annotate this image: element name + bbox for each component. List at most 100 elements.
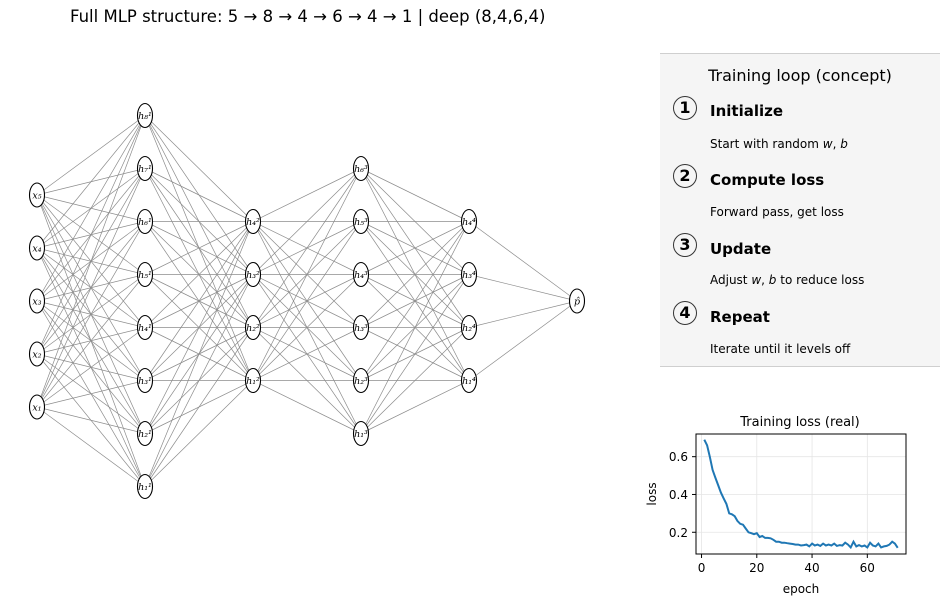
loss-series-line bbox=[703, 439, 899, 550]
step-3-number: 3 bbox=[673, 233, 697, 257]
node-circle bbox=[28, 235, 46, 261]
x-tick-label: 60 bbox=[860, 561, 875, 575]
node-circle bbox=[460, 208, 478, 235]
edge-l4-6-4 bbox=[360, 168, 470, 222]
edge-l2-8-4 bbox=[144, 115, 254, 222]
node-layer1-3: h₃¹ bbox=[136, 367, 154, 394]
node-layer2-3: h₃² bbox=[244, 261, 262, 288]
edge-l2-1-1 bbox=[144, 380, 254, 487]
node-layer3-2: h₂³ bbox=[352, 367, 370, 394]
chart-title: Training loss (real) bbox=[739, 415, 859, 430]
mlp-network-diagram: x₁x₂x₃x₄x₅h₁¹h₂¹h₃¹h₄¹h₅¹h₆¹h₇¹h₈¹h₁²h₂²… bbox=[28, 102, 586, 500]
diagram-title: Full MLP structure: 5 → 8 → 4 → 6 → 4 → … bbox=[70, 7, 546, 26]
node-circle bbox=[460, 261, 478, 288]
node-label: h₁² bbox=[246, 376, 260, 387]
edge-l1-5-8 bbox=[36, 115, 146, 196]
edge-l3-1-1 bbox=[252, 380, 362, 434]
edge-l1-5-3 bbox=[36, 194, 146, 381]
edge-l2-8-2 bbox=[144, 115, 254, 328]
node-label: h₃⁴ bbox=[462, 270, 476, 281]
edge-l5-1-1 bbox=[468, 300, 578, 381]
node-layer1-1: h₁¹ bbox=[136, 473, 154, 500]
edge-l1-2-1 bbox=[36, 353, 146, 487]
edge-l1-5-7 bbox=[36, 168, 146, 196]
step-3-description: Adjust w, b to reduce loss bbox=[710, 273, 865, 287]
node-label: h₄⁴ bbox=[462, 217, 476, 228]
node-circle bbox=[28, 341, 46, 367]
edge-l2-6-1 bbox=[144, 221, 254, 381]
node-circle bbox=[136, 473, 154, 500]
step-4-title: Repeat bbox=[710, 308, 770, 326]
node-circle bbox=[28, 394, 46, 420]
node-circle bbox=[244, 314, 262, 341]
chart-grid bbox=[696, 434, 906, 554]
node-label: h₄³ bbox=[354, 270, 368, 281]
node-layer2-1: h₁² bbox=[244, 367, 262, 394]
edge-l1-5-2 bbox=[36, 194, 146, 434]
node-circle bbox=[136, 208, 154, 235]
node-circle bbox=[352, 155, 370, 182]
step-1-title: Initialize bbox=[710, 102, 784, 120]
edge-l3-2-1 bbox=[252, 327, 362, 434]
node-label: h₅¹ bbox=[138, 270, 152, 281]
node-layer1-8: h₈¹ bbox=[136, 102, 154, 129]
node-label: h₂³ bbox=[354, 376, 368, 387]
node-label: h₂¹ bbox=[138, 429, 152, 440]
edge-l1-4-1 bbox=[36, 247, 146, 487]
node-circle bbox=[352, 420, 370, 447]
edge-l1-5-6 bbox=[36, 194, 146, 222]
edge-l4-6-2 bbox=[360, 168, 470, 328]
edge-l3-4-3 bbox=[252, 221, 362, 328]
node-label: h₁⁴ bbox=[462, 376, 476, 387]
step-4-description: Iterate until it levels off bbox=[710, 342, 851, 356]
node-circle bbox=[568, 288, 586, 314]
node-layer0-2: x₂ bbox=[28, 341, 46, 367]
node-layer1-6: h₆¹ bbox=[136, 208, 154, 235]
node-layer0-5: x₅ bbox=[28, 182, 46, 208]
node-layer4-1: h₁⁴ bbox=[460, 367, 478, 394]
node-label: x₂ bbox=[32, 350, 41, 361]
edge-l1-3-1 bbox=[36, 300, 146, 487]
edge-l1-5-5 bbox=[36, 194, 146, 275]
x-axis-label: epoch bbox=[783, 582, 820, 596]
node-circle bbox=[244, 261, 262, 288]
node-circle bbox=[460, 367, 478, 394]
network-nodes: x₁x₂x₃x₄x₅h₁¹h₂¹h₃¹h₄¹h₅¹h₆¹h₇¹h₈¹h₁²h₂²… bbox=[28, 102, 586, 500]
step-1-number: 1 bbox=[673, 96, 697, 120]
node-label: h₃¹ bbox=[138, 376, 152, 387]
node-label: h₂⁴ bbox=[462, 323, 476, 334]
node-circle bbox=[28, 288, 46, 314]
x-tick-label: 40 bbox=[804, 561, 819, 575]
edge-l4-5-1 bbox=[360, 221, 470, 381]
x-tick-label: 20 bbox=[749, 561, 764, 575]
node-label: h₈¹ bbox=[138, 111, 152, 122]
plot-frame bbox=[695, 433, 907, 555]
node-label: h₃² bbox=[246, 270, 260, 281]
node-label: x₅ bbox=[32, 191, 41, 202]
node-layer2-2: h₂² bbox=[244, 314, 262, 341]
edge-l1-1-1 bbox=[36, 406, 146, 487]
edge-l2-2-1 bbox=[144, 380, 254, 434]
edge-l3-4-4 bbox=[252, 221, 362, 275]
step-4-number: 4 bbox=[673, 301, 697, 325]
node-layer1-7: h₇¹ bbox=[136, 155, 154, 182]
node-circle bbox=[28, 182, 46, 208]
node-circle bbox=[136, 420, 154, 447]
node-layer3-1: h₁³ bbox=[352, 420, 370, 447]
y-tick-label: 0.4 bbox=[669, 488, 688, 502]
node-label: h₁¹ bbox=[138, 482, 152, 493]
node-label: h₁³ bbox=[354, 429, 368, 440]
node-label: x₃ bbox=[32, 297, 41, 308]
y-axis-label: loss bbox=[645, 482, 659, 505]
node-layer1-2: h₂¹ bbox=[136, 420, 154, 447]
edge-l3-4-1 bbox=[252, 221, 362, 434]
edge-l1-5-1 bbox=[36, 194, 146, 487]
node-circle bbox=[136, 261, 154, 288]
node-label: h₇¹ bbox=[138, 164, 152, 175]
edge-l5-2-1 bbox=[468, 300, 578, 328]
step-2-number: 2 bbox=[673, 164, 697, 188]
node-circle bbox=[352, 208, 370, 235]
panel-title: Training loop (concept) bbox=[708, 66, 892, 85]
node-circle bbox=[460, 314, 478, 341]
